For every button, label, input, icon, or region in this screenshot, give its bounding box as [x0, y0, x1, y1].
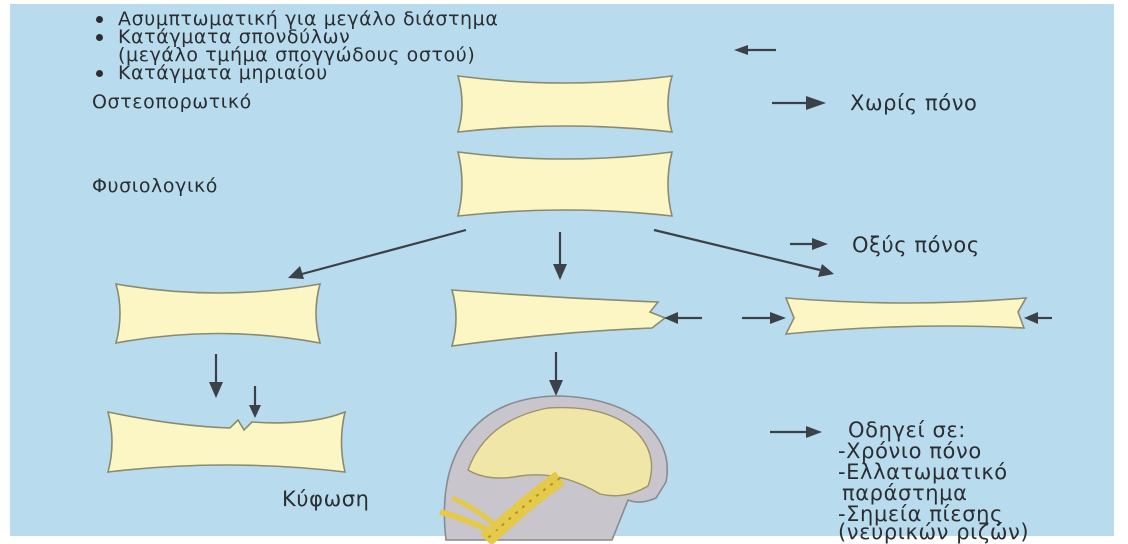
- vertebra-kyphosis: [108, 412, 345, 472]
- label-osteoporotic: Οστεοπορωτικό: [92, 92, 252, 112]
- arrow-compress-right-right: [1024, 312, 1052, 324]
- label-no-pain: Χωρίς πόνο: [850, 93, 977, 113]
- bullet-dot: [96, 16, 103, 23]
- arrow-branch-center: [553, 232, 567, 280]
- arrow-no-pain: [772, 96, 826, 110]
- vertebra-osteoporotic: [458, 76, 672, 132]
- arrow-left-down: [209, 354, 223, 398]
- vertebra-normal: [458, 152, 672, 216]
- arrow-branch-left: [288, 230, 466, 279]
- leads-to-item: παράστημα: [842, 483, 968, 503]
- arrow-kyphosis-down: [249, 386, 261, 418]
- arrow-compress-middle: [664, 312, 702, 324]
- bullet-dot: [96, 70, 103, 77]
- vertebra-wedge-fracture: [452, 290, 665, 346]
- leads-to-item: (νευρικών ριζών): [838, 523, 1029, 541]
- leads-to-item: -Χρόνιο πόνο: [838, 441, 982, 461]
- arrow-leads-to: [770, 426, 822, 438]
- label-acute-pain: Οξύς πόνος: [852, 235, 980, 255]
- arrow-to-bullets: [734, 45, 776, 55]
- label-kyphosis: Κύφωση: [282, 489, 370, 509]
- bullet-dot: [96, 34, 103, 41]
- vertebra-crush-fracture: [786, 298, 1026, 334]
- bullet-text: Κατάγματα μηριαίου: [118, 63, 328, 83]
- vertebra-biconcave: [116, 284, 320, 343]
- arrow-branch-right: [654, 230, 834, 277]
- arrow-compress-right-left: [742, 312, 786, 324]
- arrow-acute-pain: [790, 238, 828, 250]
- leads-to-item: -Ελλατωματικό: [838, 462, 1008, 482]
- head-spine-illustration: [440, 396, 667, 540]
- arrow-center-down: [549, 352, 563, 396]
- leads-to-title: Οδηγεί σε:: [848, 420, 966, 440]
- label-normal: Φυσιολογικό: [92, 176, 218, 196]
